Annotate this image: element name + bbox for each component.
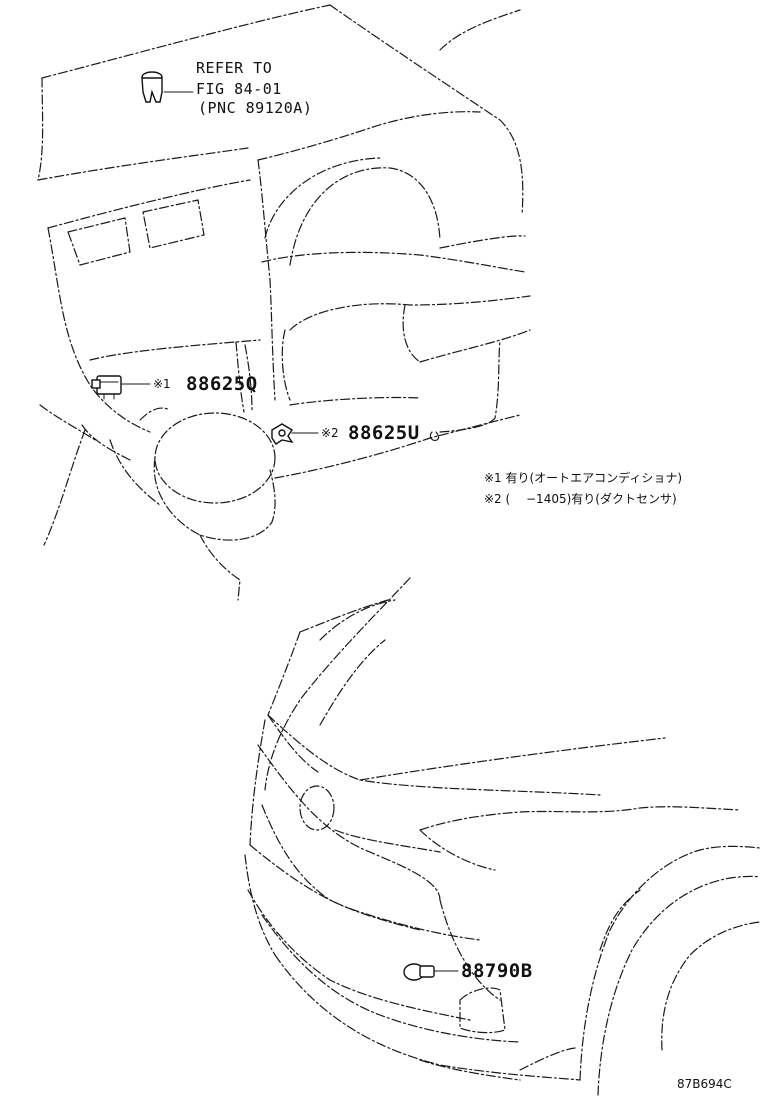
refer-part-icon [141,71,194,103]
refer-line-1: REFER TO [196,59,273,77]
part-number-88625q[interactable]: 88625Q [186,373,258,395]
note-2: ※2 ( −1405)有り(ダクトセンサ) [484,492,677,506]
front-bumper-drawing [244,577,760,1096]
part-number-88790b[interactable]: 88790B [461,960,533,982]
part-mark-2: ※2 [321,426,339,440]
refer-line-2: FIG 84-01 [196,80,282,98]
sensor-88790b-icon [403,963,459,981]
illustration-code: 87B694C [677,1077,732,1091]
note-1: ※1 有り(オートエアコンディショナ) [484,471,683,485]
part-mark-1: ※1 [153,377,171,391]
instrument-panel-drawing [37,4,531,601]
sensor-88625u-icon [271,423,319,445]
part-number-88625u[interactable]: 88625U [348,422,420,444]
refer-line-3: (PNC 89120A) [198,99,313,117]
sensor-88625q-icon [91,375,151,400]
